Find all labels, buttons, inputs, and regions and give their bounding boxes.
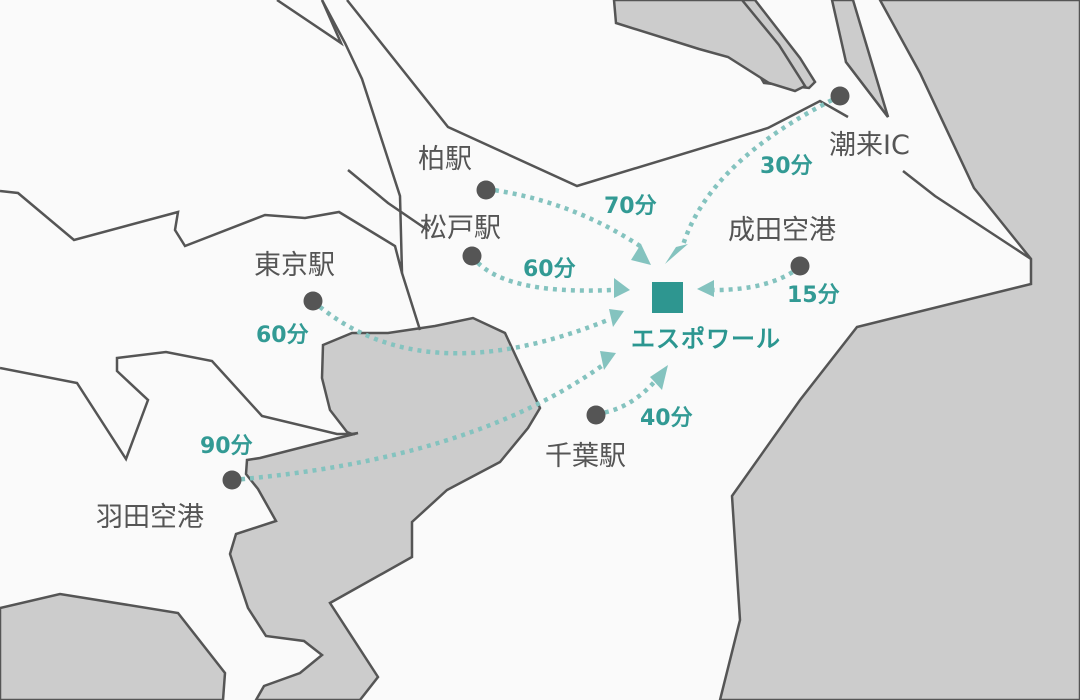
origin-label-itako: 潮来IC (829, 130, 910, 161)
origin-dot-tokyo[interactable] (303, 291, 323, 311)
route-arrowheads (600, 244, 714, 390)
time-label-kashiwa: 70分 (604, 194, 657, 219)
origin-dot-chiba[interactable] (586, 405, 606, 425)
origin-label-haneda: 羽田空港 (96, 502, 204, 533)
destination-label: エスポワール (631, 325, 781, 353)
time-label-tokyo: 60分 (256, 323, 309, 348)
origin-dot-kashiwa[interactable] (476, 180, 496, 200)
destination-marker-icon[interactable] (652, 282, 683, 313)
origin-label-chiba: 千葉駅 (545, 441, 626, 472)
time-label-chiba: 40分 (640, 406, 693, 431)
origin-label-tokyo: 東京駅 (254, 250, 335, 281)
origin-dot-matsudo[interactable] (462, 246, 482, 266)
origin-label-kashiwa: 柏駅 (418, 144, 472, 175)
origin-label-matsudo: 松戸駅 (420, 213, 501, 244)
route-lines (231, 93, 841, 483)
prefecture-borders (0, 0, 1032, 462)
origin-label-narita: 成田空港 (728, 215, 836, 246)
time-label-haneda: 90分 (200, 434, 253, 459)
origin-dot-haneda[interactable] (222, 470, 242, 490)
time-label-itako: 30分 (760, 154, 813, 179)
origin-dot-itako[interactable] (830, 86, 850, 106)
origin-dot-narita[interactable] (790, 256, 810, 276)
time-label-narita: 15分 (787, 283, 840, 308)
time-label-matsudo: 60分 (523, 257, 576, 282)
